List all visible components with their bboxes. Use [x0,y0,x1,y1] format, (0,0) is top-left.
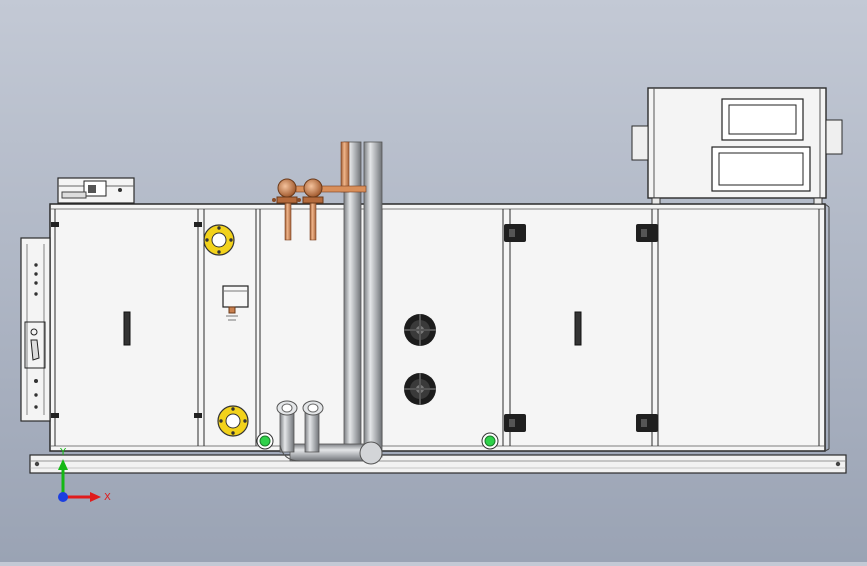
flange-top[interactable] [203,224,235,256]
inlet-damper[interactable] [20,237,51,422]
latch-details [509,229,647,427]
drain-port-right[interactable] [481,432,499,450]
drain-port-left[interactable] [256,432,274,450]
main-cabinet[interactable] [49,203,830,452]
coordinate-triad: Y X [58,447,111,503]
handwheel-upper[interactable] [404,314,436,346]
triad-x-arrow [90,492,101,502]
copper-valve-right[interactable] [297,178,324,204]
latch-set[interactable] [504,224,658,432]
flange-bottom[interactable] [217,405,249,437]
rail-bolt-right [835,461,841,467]
sensor-box[interactable] [222,285,249,321]
triad-origin [58,492,68,502]
steel-riser-pipes[interactable] [343,141,383,458]
damper-actuator[interactable] [57,177,135,204]
door-handle-right[interactable] [574,311,582,346]
copper-valve-left[interactable] [272,178,298,204]
triad-x-label: X [104,492,111,503]
triad-y-arrow [58,459,68,470]
base-rail [29,454,847,474]
rail-bolt-left [34,461,40,467]
triad-y-label: Y [59,447,67,458]
hinges [51,222,202,418]
steel-return-bends[interactable] [276,400,383,465]
door-handle-left[interactable] [123,311,131,346]
handwheel-lower[interactable] [404,373,436,405]
fan-box[interactable] [631,87,843,205]
